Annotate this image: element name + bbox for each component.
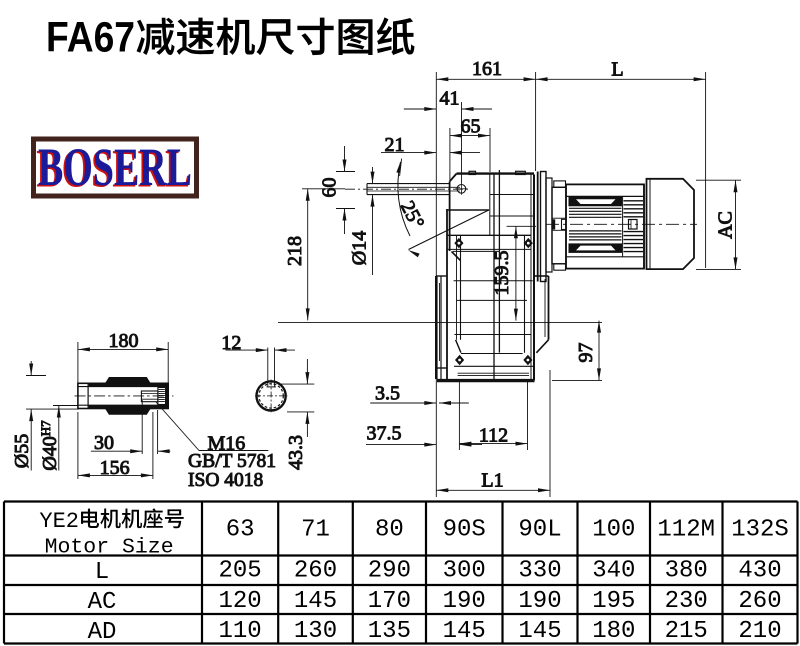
svg-text:145: 145 <box>294 588 337 615</box>
svg-text:112M: 112M <box>657 517 715 544</box>
svg-text:97: 97 <box>575 343 597 363</box>
svg-text:260: 260 <box>738 588 781 615</box>
svg-text:BOSERL: BOSERL <box>36 138 190 198</box>
svg-text:AC: AC <box>88 589 117 616</box>
svg-text:Motor Size: Motor Size <box>45 536 174 560</box>
svg-text:41: 41 <box>440 88 460 110</box>
svg-text:215: 215 <box>665 618 708 645</box>
svg-text:71: 71 <box>301 517 330 544</box>
svg-text:80: 80 <box>375 517 404 544</box>
svg-text:ISO 4018: ISO 4018 <box>188 470 263 491</box>
svg-text:90L: 90L <box>518 517 561 544</box>
svg-text:21: 21 <box>385 134 405 156</box>
svg-text:AC: AC <box>714 211 736 239</box>
svg-text:Ø55: Ø55 <box>11 434 33 468</box>
svg-text:330: 330 <box>518 558 561 585</box>
svg-text:90S: 90S <box>443 517 486 544</box>
svg-text:156: 156 <box>100 457 130 479</box>
svg-text:M16: M16 <box>208 433 246 455</box>
svg-text:AD: AD <box>88 619 117 646</box>
svg-text:190: 190 <box>518 588 561 615</box>
svg-text:205: 205 <box>218 558 261 585</box>
svg-text:132S: 132S <box>731 517 789 544</box>
svg-text:190: 190 <box>443 588 486 615</box>
svg-text:GB/T 5781: GB/T 5781 <box>188 451 276 472</box>
svg-text:210: 210 <box>738 618 781 645</box>
svg-text:BOSERL: BOSERL <box>38 137 192 197</box>
svg-text:180: 180 <box>592 618 635 645</box>
svg-text:180: 180 <box>109 330 139 352</box>
svg-text:37.5: 37.5 <box>367 423 402 445</box>
svg-text:L: L <box>95 559 109 586</box>
svg-text:135: 135 <box>368 618 411 645</box>
svg-text:218: 218 <box>284 236 306 266</box>
svg-text:100: 100 <box>592 517 635 544</box>
svg-text:110: 110 <box>218 618 261 645</box>
svg-text:260: 260 <box>294 558 337 585</box>
svg-text:380: 380 <box>665 558 708 585</box>
svg-text:161: 161 <box>472 58 502 80</box>
svg-text:170: 170 <box>368 588 411 615</box>
svg-text:145: 145 <box>443 618 486 645</box>
svg-text:30: 30 <box>94 432 114 454</box>
svg-text:63: 63 <box>226 517 255 544</box>
svg-text:145: 145 <box>518 618 561 645</box>
svg-text:65: 65 <box>461 116 481 138</box>
svg-text:43.3: 43.3 <box>285 435 307 470</box>
svg-text:Ø14: Ø14 <box>348 231 370 265</box>
svg-text:120: 120 <box>218 588 261 615</box>
svg-text:12: 12 <box>221 332 241 354</box>
svg-text:112: 112 <box>479 425 508 447</box>
svg-text:L1: L1 <box>481 470 503 492</box>
svg-text:130: 130 <box>294 618 337 645</box>
svg-text:L: L <box>611 59 623 81</box>
svg-text:159.5: 159.5 <box>491 251 513 296</box>
svg-text:300: 300 <box>443 558 486 585</box>
svg-text:230: 230 <box>665 588 708 615</box>
svg-text:60: 60 <box>319 178 341 198</box>
svg-text:YE2: YE2 <box>39 509 79 534</box>
svg-text:FA67: FA67 <box>46 14 135 62</box>
svg-text:3.5: 3.5 <box>375 383 400 405</box>
svg-text:195: 195 <box>592 588 635 615</box>
svg-text:430: 430 <box>738 558 781 585</box>
svg-text:290: 290 <box>368 558 411 585</box>
svg-text:340: 340 <box>592 558 635 585</box>
